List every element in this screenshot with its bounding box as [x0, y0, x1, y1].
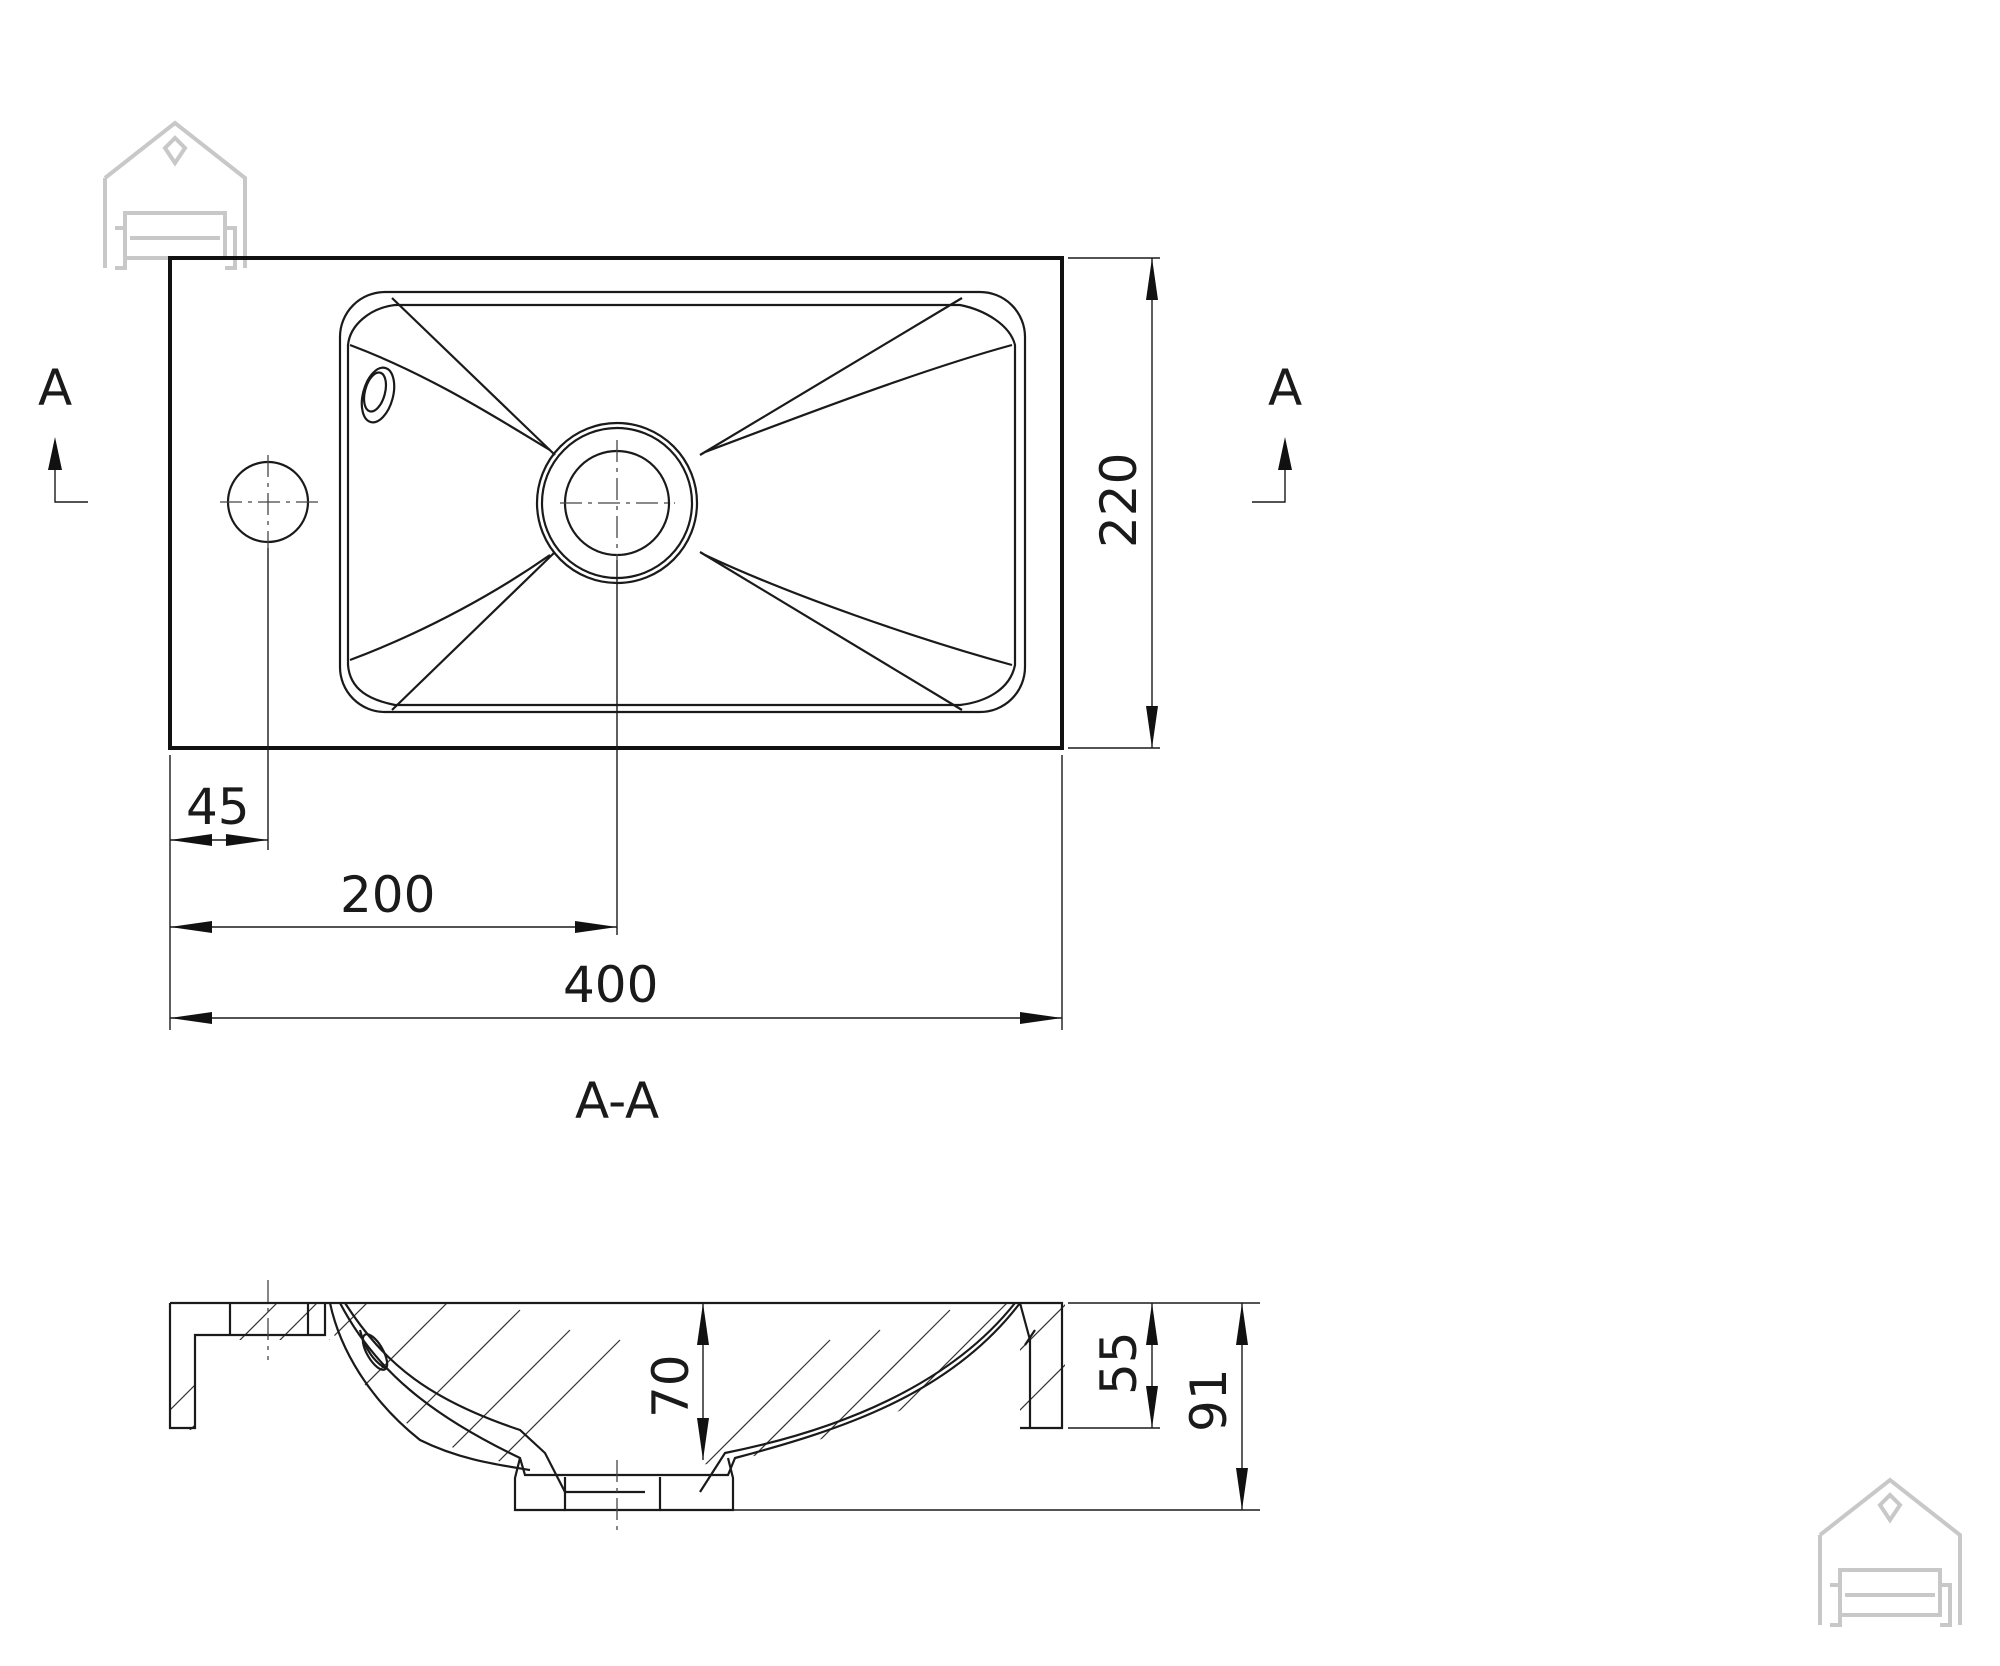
dim-total-height: 91: [1180, 1368, 1238, 1432]
dimension-depth: 220: [1068, 257, 1160, 749]
dim-overall-width: 400: [563, 956, 658, 1014]
section-marker-right: A: [1252, 359, 1302, 503]
house-sofa-logo-icon: [1818, 1477, 1962, 1627]
dim-bowl-depth: 70: [642, 1354, 700, 1418]
dimension-lines-horizontal: 45 200 400: [169, 548, 1063, 1030]
dim-rim-height: 55: [1090, 1331, 1148, 1395]
house-sofa-logo-icon: [103, 120, 247, 270]
svg-text:A: A: [38, 359, 72, 417]
dim-drain-offset: 200: [340, 866, 435, 924]
bowl-outer-rim: [338, 290, 1027, 714]
dimension-section: 70 55 91: [642, 1302, 1260, 1511]
top-view: [168, 256, 1064, 750]
dim-tap-offset: 45: [186, 778, 250, 836]
bowl-inner-rim: [346, 303, 1017, 707]
overflow-hole: [360, 366, 396, 424]
section-view: [168, 1280, 1065, 1530]
dim-overall-depth: 220: [1090, 453, 1148, 548]
svg-text:A: A: [1268, 359, 1302, 417]
section-marker-left: A: [38, 359, 88, 503]
section-title: A-A: [575, 1072, 659, 1130]
basin-outline: [168, 256, 1064, 750]
